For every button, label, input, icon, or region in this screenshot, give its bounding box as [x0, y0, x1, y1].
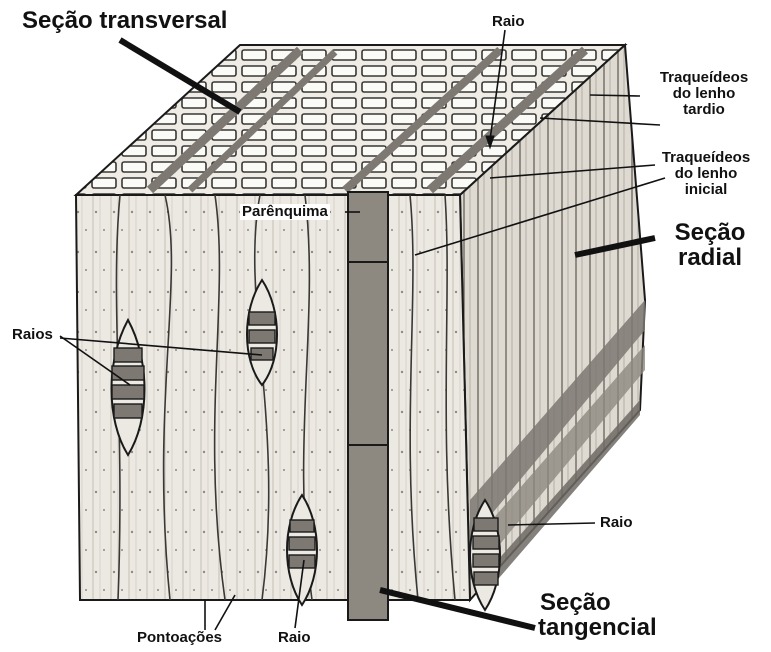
label-traqueideos-tardio-line1: Traqueídeos	[645, 70, 763, 86]
label-traqueideos-inicial-line1: Traqueídeos	[645, 150, 767, 166]
label-secao-radial: Seção radial	[655, 220, 765, 270]
label-traqueideos-inicial-line3: inicial	[645, 182, 767, 198]
label-secao-tangencial-line1: Seção	[538, 590, 657, 615]
label-traqueideos-tardio-line3: tardio	[645, 102, 763, 118]
label-raio-top: Raio	[492, 14, 525, 30]
label-secao-transversal: Seção transversal	[22, 8, 227, 33]
label-traqueideos-inicial: Traqueídeos do lenho inicial	[645, 150, 767, 197]
label-raio-right: Raio	[600, 515, 633, 531]
label-pontoacoes: Pontoações	[137, 630, 222, 646]
label-raio-bottom: Raio	[278, 630, 311, 646]
label-secao-tangencial-line2: tangencial	[538, 615, 657, 640]
label-secao-radial-line1: Seção	[655, 220, 765, 245]
label-parenquima: Parênquima	[240, 204, 330, 220]
label-traqueideos-tardio-line2: do lenho	[645, 86, 763, 102]
label-secao-radial-line2: radial	[655, 245, 765, 270]
label-traqueideos-tardio: Traqueídeos do lenho tardio	[645, 70, 763, 117]
label-traqueideos-inicial-line2: do lenho	[645, 166, 767, 182]
tangential-face	[76, 192, 500, 620]
label-secao-tangencial: Seção tangencial	[538, 590, 657, 640]
label-raios: Raios	[12, 327, 53, 343]
